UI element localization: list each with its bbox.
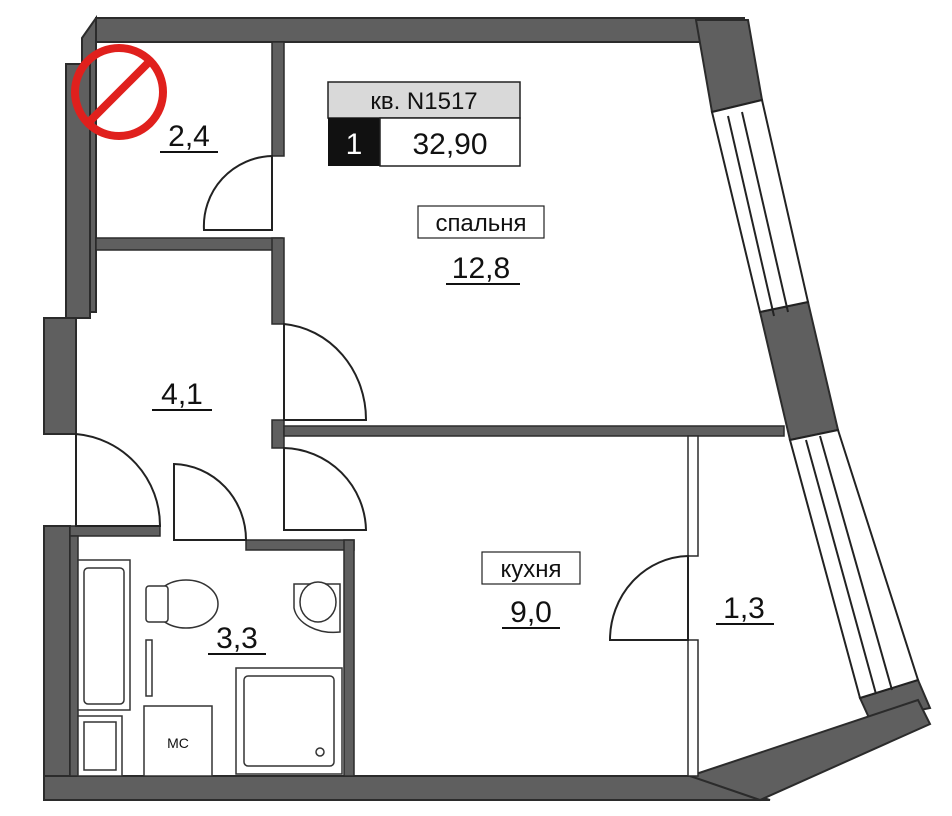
toilet-tank xyxy=(145,585,169,623)
wall-balcony-lower xyxy=(687,639,699,777)
no-entry-icon xyxy=(71,44,167,140)
balcony-area: 1,3 xyxy=(723,592,765,625)
apartment-number: кв. N1517 xyxy=(370,88,477,115)
wall-hall-right-stub xyxy=(271,419,285,449)
utility-label: МС xyxy=(167,735,189,751)
total-area-box xyxy=(379,117,521,167)
kitchen-area: 9,0 xyxy=(510,596,552,629)
wall-balcony-upper xyxy=(687,435,699,557)
bottom-wall-right xyxy=(686,698,932,802)
bedroom-area: 12,8 xyxy=(452,252,510,285)
window-bedroom xyxy=(710,98,810,314)
left-wall-lower xyxy=(43,525,71,801)
door-kitchen xyxy=(283,446,368,531)
window-kitchen-pane-1 xyxy=(805,439,877,695)
door-bedroom xyxy=(283,322,368,421)
interior-walls xyxy=(69,41,785,777)
window-bedroom-pane-1 xyxy=(727,115,775,317)
storage-area: 2,4 xyxy=(168,120,210,153)
windows xyxy=(710,98,920,700)
towel-rail xyxy=(145,639,153,697)
left-wall-notch xyxy=(43,317,77,435)
right-wall-upper xyxy=(694,19,764,114)
bottom-wall xyxy=(43,775,771,801)
wall-hall-bath-right xyxy=(245,539,355,551)
door-balcony xyxy=(608,554,689,641)
shower-drain xyxy=(315,747,325,757)
door-bathroom xyxy=(173,462,248,541)
wall-hall-bath-left xyxy=(69,525,161,537)
bathroom-area: 3,3 xyxy=(216,622,258,655)
room-labels: спальня 12,8 кухня 9,0 2,4 4,1 3,3 1,3 М… xyxy=(152,120,774,751)
apartment-number-box xyxy=(327,81,521,119)
wall-storage-bottom xyxy=(95,237,283,251)
shower-tray-inner xyxy=(243,675,335,767)
window-bedroom-pane-2 xyxy=(741,111,789,313)
sink-bowl xyxy=(299,581,337,623)
total-area: 32,90 xyxy=(412,128,487,161)
wall-hall-right-upper xyxy=(271,237,285,325)
bedroom-name: спальня xyxy=(435,210,526,237)
rooms-count-badge xyxy=(328,118,380,166)
exterior-walls xyxy=(43,14,932,802)
door-entrance xyxy=(75,432,162,527)
bathtub-inner xyxy=(83,567,125,705)
wall-bath-left-inner xyxy=(69,535,79,777)
door-storage xyxy=(202,154,273,231)
bedroom-name-box xyxy=(417,205,545,239)
kitchen-name-box xyxy=(481,551,581,585)
top-wall xyxy=(95,17,745,43)
washing-machine-left-inner xyxy=(83,721,117,771)
wall-bath-kitchen xyxy=(343,539,355,777)
window-kitchen xyxy=(788,428,920,700)
rooms-count: 1 xyxy=(346,128,363,161)
wall-storage-right-upper xyxy=(271,41,285,157)
doors xyxy=(75,154,689,641)
wall-bedroom-kitchen xyxy=(283,425,785,437)
right-wall-pillar xyxy=(758,300,840,442)
window-kitchen-pane-2 xyxy=(819,435,893,691)
hall-area: 4,1 xyxy=(161,378,203,411)
apartment-header: кв. N1517 1 32,90 xyxy=(327,81,521,167)
bath-fixtures xyxy=(77,559,343,777)
kitchen-name: кухня xyxy=(500,556,561,583)
utility-shaft xyxy=(143,705,213,777)
